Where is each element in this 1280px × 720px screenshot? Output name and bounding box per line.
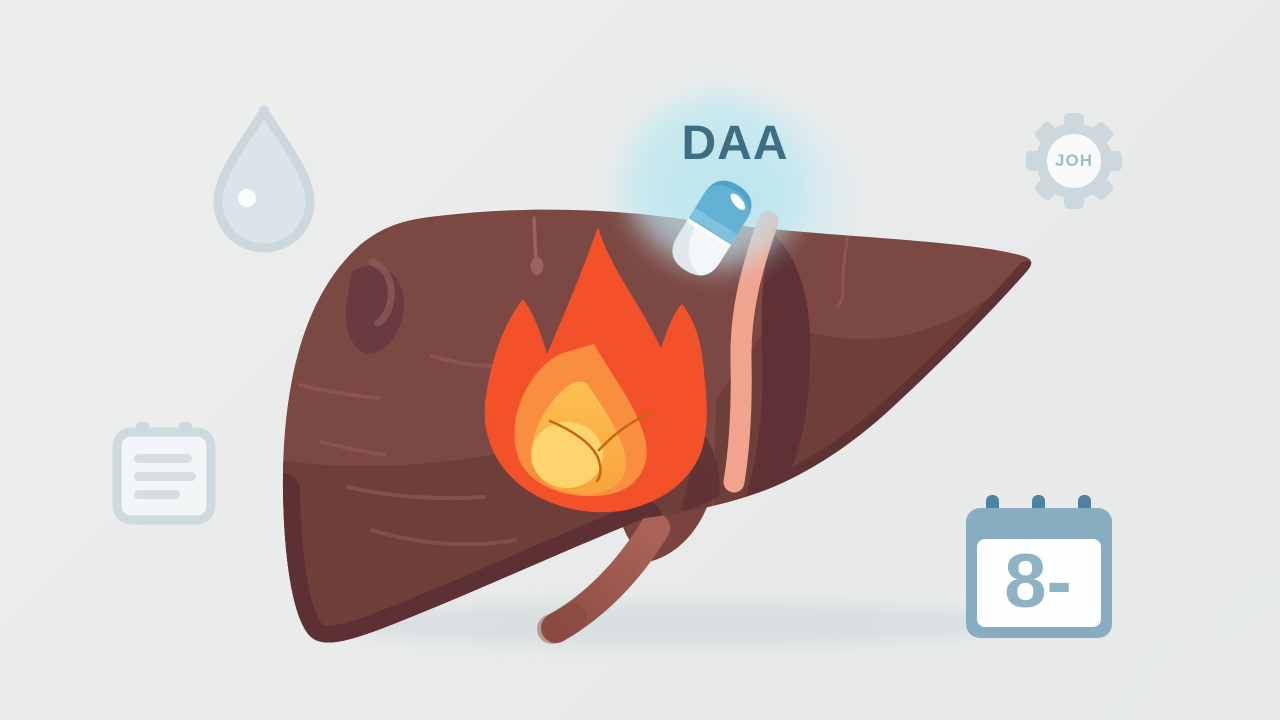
- gear-badge-icon: [1026, 113, 1122, 209]
- calendar-icon: [966, 495, 1112, 638]
- gear-center: [1047, 134, 1101, 188]
- droplet-highlight: [238, 189, 256, 207]
- flame-core-highlight: [531, 422, 603, 488]
- ligament-ribbon-band: [723, 210, 779, 493]
- ground-shadow: [335, 600, 1005, 648]
- notepad-list-icon: [112, 422, 216, 525]
- capsule-pill-icon: [672, 180, 752, 276]
- flame-vein-lines: [548, 410, 655, 483]
- pill-highlight: [730, 193, 746, 210]
- flame-icon: [484, 227, 707, 513]
- pill-halo: [627, 96, 803, 268]
- water-droplet-icon: [213, 105, 315, 253]
- calendar-page: [977, 539, 1101, 627]
